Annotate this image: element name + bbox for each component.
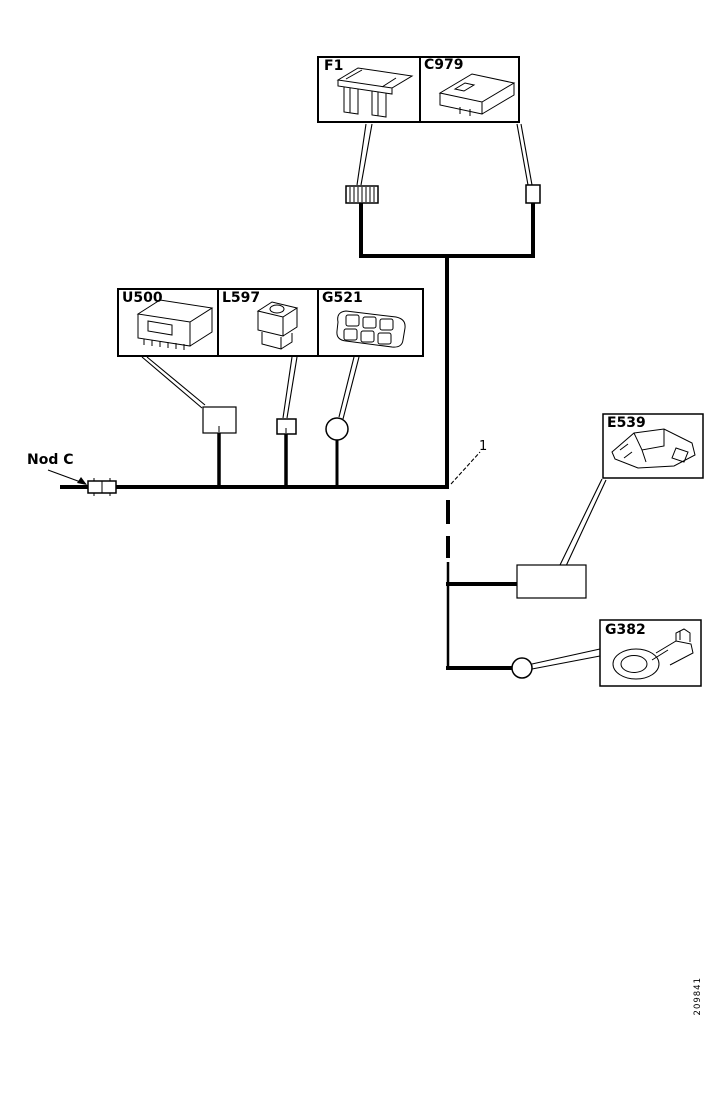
parts-box-middle-frame [117, 288, 424, 357]
c979-leader [516, 123, 533, 186]
e539-target-box [516, 564, 587, 599]
l597-terminal-symbol [276, 418, 297, 435]
harness-wires [60, 202, 535, 670]
blade-fuse-drawing [336, 67, 414, 118]
nod-c-inline-connector-symbol [87, 478, 117, 496]
multi-cavity-connector-drawing [336, 310, 406, 348]
parts-box-top-frame [317, 56, 520, 123]
g382-label: G382 [605, 622, 646, 638]
fuse-terminal-symbol [345, 185, 379, 204]
bulb-socket-drawing [256, 301, 299, 350]
e539-label: E539 [607, 415, 646, 431]
ring-terminal-drawing [612, 628, 694, 680]
u500-terminal-symbol [202, 406, 237, 434]
parts-box-frames [117, 56, 704, 687]
angled-connector-drawing [611, 428, 696, 469]
component-drawings [136, 67, 696, 680]
branch-1-leader [450, 451, 481, 485]
parts-box-e539-frame [602, 413, 704, 479]
u500-leader [141, 356, 206, 409]
f1-leader [356, 123, 373, 186]
g521-terminal-symbol [325, 417, 349, 441]
g521-leader [338, 356, 360, 420]
figure-id: 209841 [693, 977, 703, 1016]
nod-c-arrowhead [77, 477, 87, 485]
wire-connector-symbols [87, 184, 587, 679]
c979-label: C979 [424, 57, 464, 73]
branch-1-label: 1 [479, 439, 488, 454]
relay-module-drawing [136, 299, 214, 350]
c979-terminal-symbol [525, 184, 541, 204]
l597-leader [282, 356, 298, 419]
g382-terminal-symbol [511, 657, 533, 679]
g382-leader [531, 648, 601, 670]
g521-label: G521 [322, 290, 363, 306]
connector-housing-drawing [438, 73, 516, 116]
l597-label: L597 [222, 290, 261, 306]
parts-box-g382-frame [599, 619, 702, 687]
u500-label: U500 [122, 290, 163, 306]
f1-label: F1 [324, 58, 344, 74]
e539-leader [559, 478, 607, 567]
nod-c-label: Nod C [27, 452, 74, 468]
